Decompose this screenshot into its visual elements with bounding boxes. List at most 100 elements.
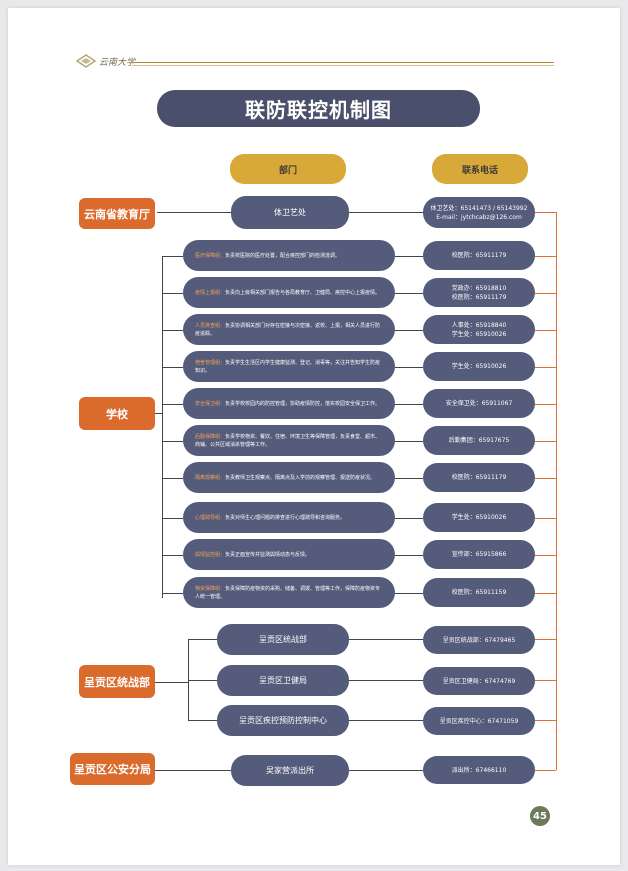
department-phone-pill: 学生处：65910026	[423, 503, 535, 532]
page-number: 45	[533, 810, 547, 822]
department-pill: 心理疏导组：负责对师生心理问题的排查进行心理疏导和咨询服务。	[183, 502, 395, 533]
phone-bus-connector	[535, 292, 556, 294]
phone-bus-vertical	[556, 212, 557, 770]
department-label: 后勤保障组：	[195, 433, 226, 440]
department-phone-pill: 校医院：65911179	[423, 463, 535, 492]
cg-unit-phone: 呈贡区疾控中心：67471059	[439, 717, 519, 725]
department-connector	[162, 477, 183, 479]
column-header-phone: 联系电话	[432, 154, 528, 184]
cg-unit-phone-connector	[349, 680, 423, 681]
org-school: 学校	[79, 397, 155, 430]
phone-bus-connector	[535, 477, 556, 479]
department-phone-pill: 后勤集团：65917675	[423, 426, 535, 455]
department-connector	[162, 554, 183, 556]
department-phone: 校医院：65911159	[451, 589, 507, 596]
department-phone-connector	[395, 329, 423, 331]
department-phone-connector	[395, 554, 423, 556]
department-connector	[162, 517, 183, 519]
department-pill: 安全保卫组：负责学校校园内的防控管理，协助疫情防控，落实校园安全保卫工作。	[183, 388, 395, 419]
department-label: 心理疏导组：	[195, 514, 226, 521]
phone-bus-connector	[535, 366, 556, 368]
page-number-badge: 45	[530, 806, 550, 826]
department-phone-connector	[395, 592, 423, 594]
department-phone: 学生处：65910026	[451, 363, 507, 370]
department-connector	[162, 592, 183, 594]
connector-edu-phone	[349, 212, 423, 213]
department-phone-connector	[395, 440, 423, 442]
edu-office-pill: 体卫艺处	[231, 196, 349, 229]
cg-unit-phone-pill: 呈贡区卫健局：67474769	[423, 667, 535, 695]
phone-bus-connector	[535, 255, 556, 257]
department-pill: 后勤保障组：负责学校物资、餐饮、住宿、环境卫生等保障管理，负责食堂、超市、商铺、…	[183, 425, 395, 456]
cg-unit-pill: 呈贡区卫健局	[217, 665, 349, 696]
department-phone-connector	[395, 255, 423, 257]
department-phone: 校医院：65911179	[451, 474, 507, 481]
phone-bus-connector	[535, 554, 556, 556]
phone-bus-connector	[535, 403, 556, 405]
cg-connector	[155, 682, 188, 683]
department-pill: 疫情上报组：负责向上级相关部门报告与各局教育厅、卫健局、疾控中心上报疫情。	[183, 277, 395, 308]
header-rule	[132, 62, 554, 63]
department-phone: 后勤集团：65917675	[448, 437, 510, 444]
department-duty: 负责学校物资、餐饮、住宿、环境卫生等保障管理，负责食堂、超市、商铺、公共区域消杀…	[195, 433, 381, 448]
department-pill: 隔离观察组：负责教师卫生观察点、隔离点及入学前的观察管理、报送防疫状况。	[183, 462, 395, 493]
police-phone: 派出所：67466110	[451, 766, 507, 774]
department-connector	[162, 440, 183, 442]
school-bracket-vertical	[162, 256, 163, 598]
department-duty: 负责正面宣传并监测舆情动态与反馈。	[225, 551, 311, 558]
department-phone-connector	[395, 366, 423, 368]
department-duty: 负责校医院的医疗处置，配合疾控部门的检测流调。	[225, 252, 341, 259]
phone-bus-connector	[535, 440, 556, 442]
phone-bus-connector	[535, 329, 556, 331]
department-phone-connector	[395, 517, 423, 519]
page-title: 联防联控机制图	[157, 90, 480, 127]
department-connector	[162, 366, 183, 368]
department-phone: 人事处：65918840	[451, 321, 507, 329]
cg-unit-connector	[188, 720, 217, 721]
cg-unit-phone-pill: 呈贡区疾控中心：67471059	[423, 707, 535, 735]
department-phone-pill: 校医院：65911179	[423, 241, 535, 270]
department-duty: 负责学校校园内的防控管理，协助疫情防控，落实校园安全保卫工作。	[225, 400, 381, 407]
department-label: 疫情上报组：	[195, 289, 226, 296]
department-connector	[162, 255, 183, 257]
department-connector	[162, 403, 183, 405]
department-phone-pill: 校医院：65911159	[423, 578, 535, 607]
department-pill: 医疗保障组：负责校医院的医疗处置，配合疾控部门的检测流调。	[183, 240, 395, 271]
phone-bus-connector	[535, 720, 556, 721]
phone-bus-connector	[535, 517, 556, 519]
department-label: 宿舍管理组：	[195, 359, 226, 366]
university-logo-icon	[75, 53, 97, 68]
department-label: 安全保卫组：	[195, 400, 226, 407]
cg-unit-phone-connector	[349, 639, 423, 640]
phone-bus-connector	[535, 212, 556, 213]
header-logo-text: 云南大学	[99, 58, 136, 68]
org-cg-united-front: 呈贡区统战部	[79, 665, 155, 698]
department-pill: 人员排查组：负责协调相关部门对存在密接与次密接、返校、上报，相关人员进行防疫追踪…	[183, 314, 395, 345]
department-duty: 负责向上级相关部门报告与各局教育厅、卫健局、疾控中心上报疫情。	[225, 289, 381, 296]
department-label: 舆情监控组：	[195, 551, 226, 558]
department-phone: 校医院：65911179	[451, 252, 507, 259]
edu-phone-pill: 体卫艺处：65141473 / 65143992 E-mail：jytchcab…	[423, 197, 535, 228]
phone-bus-connector	[535, 592, 556, 594]
phone-bus-connector	[535, 680, 556, 681]
department-phone: 校医院：65911179	[451, 293, 507, 301]
cg-unit-connector	[188, 680, 217, 681]
department-label: 隔离观察组：	[195, 474, 226, 481]
department-duty: 负责协调相关部门对存在密接与次密接、返校、上报，相关人员进行防疫追踪。	[195, 322, 381, 337]
department-phone: 宣传部：65915866	[451, 551, 507, 558]
department-phone-pill: 安全保卫处：65911067	[423, 389, 535, 418]
cg-unit-phone: 呈贡区卫健局：67474769	[442, 677, 516, 685]
department-label: 物资保障组：	[195, 585, 226, 592]
police-phone-pill: 派出所：67466110	[423, 756, 535, 784]
cg-unit-phone: 呈贡区统战部：67479465	[442, 636, 516, 644]
department-phone-pill: 宣传部：65915866	[423, 540, 535, 569]
department-phone-connector	[395, 477, 423, 479]
department-phone-connector	[395, 403, 423, 405]
phone-bus-connector	[535, 770, 556, 771]
edu-email-line: E-mail：jytchcabz@126.com	[436, 213, 522, 221]
school-connector	[155, 413, 163, 414]
department-label: 医疗保障组：	[195, 252, 226, 259]
cg-unit-pill: 呈贡区统战部	[217, 624, 349, 655]
